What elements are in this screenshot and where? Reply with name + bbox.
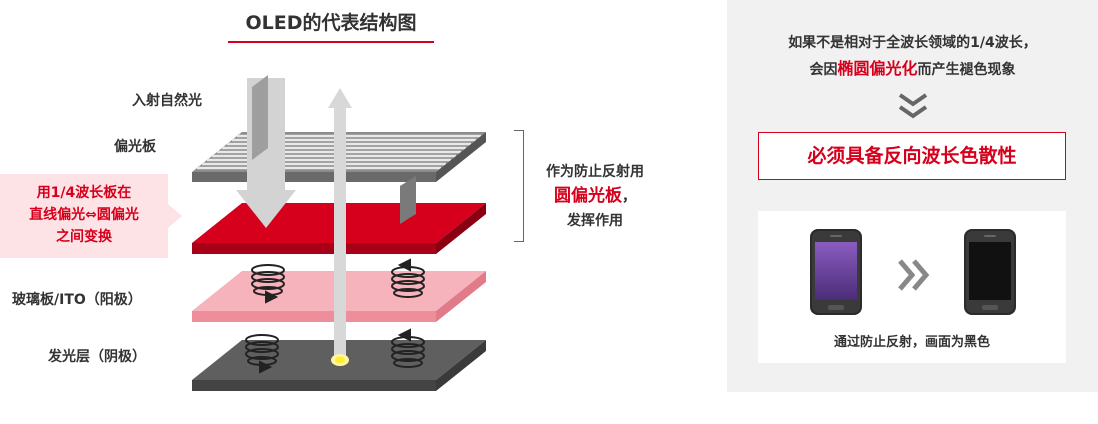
info-panel: 如果不是相对于全波长领域的1/4波长， 会因椭圆偏光化而产生褪色现象 必须具备反… — [727, 0, 1098, 392]
callout-line-3: 之间变换 — [56, 229, 112, 245]
label-emitter: 发光层（阴极） — [48, 349, 146, 365]
layer-stack-illustration — [192, 75, 486, 391]
panel-line-2-suffix: 而产生褪色现象 — [917, 62, 1016, 78]
spiral-icons — [245, 258, 425, 374]
phone-before-icon — [810, 229, 862, 315]
spiral-icon — [391, 258, 425, 298]
callout-pointer — [168, 204, 182, 228]
panel-line-2-prefix: 会因 — [809, 62, 838, 78]
chevron-down-icon — [898, 93, 928, 119]
panel-line-2-highlight: 椭圆偏光化 — [837, 59, 918, 78]
note-suffix: ， — [622, 189, 636, 205]
label-incoming-light: 入射自然光 — [132, 93, 202, 109]
callout-line-1: 用1/4波长板在 — [36, 185, 132, 201]
note-highlight: 圆偏光板 — [554, 186, 622, 206]
incoming-light-arrow — [236, 75, 296, 228]
requirement-box: 必须具备反向波长色散性 — [758, 132, 1066, 180]
phone-caption: 通过防止反射，画面为黑色 — [833, 335, 990, 350]
phone-comparison-card: 通过防止反射，画面为黑色 — [758, 211, 1066, 363]
note-line-3: 发挥作用 — [567, 213, 623, 229]
circular-polarizer-note: 作为防止反射用 圆偏光板， 发挥作用 — [540, 160, 650, 233]
callout-line-2: 直线偏光⇔圆偏光 — [29, 207, 139, 223]
spiral-icon — [391, 328, 425, 368]
note-line-1: 作为防止反射用 — [546, 164, 644, 180]
emission-dot — [331, 354, 349, 366]
spiral-icon — [245, 334, 279, 374]
diagram-title: OLED的代表结构图 — [228, 8, 434, 43]
phone-comparison-illustration — [810, 229, 1016, 315]
chevron-right-icon — [898, 259, 930, 291]
panel-line-1: 如果不是相对于全波长领域的1/4波长， — [788, 35, 1037, 51]
quarter-wave-callout: 用1/4波长板在 直线偏光⇔圆偏光 之间变换 — [0, 174, 168, 258]
spiral-icon — [251, 264, 285, 304]
panel-description: 如果不是相对于全波长领域的1/4波长， 会因椭圆偏光化而产生褪色现象 — [727, 30, 1098, 83]
label-glass: 玻璃板/ITO（阳极） — [12, 292, 142, 308]
reflected-light-arrow — [328, 88, 416, 356]
phone-after-icon — [964, 229, 1016, 315]
label-polarizer: 偏光板 — [114, 139, 156, 155]
polarizer-bracket — [514, 130, 524, 242]
